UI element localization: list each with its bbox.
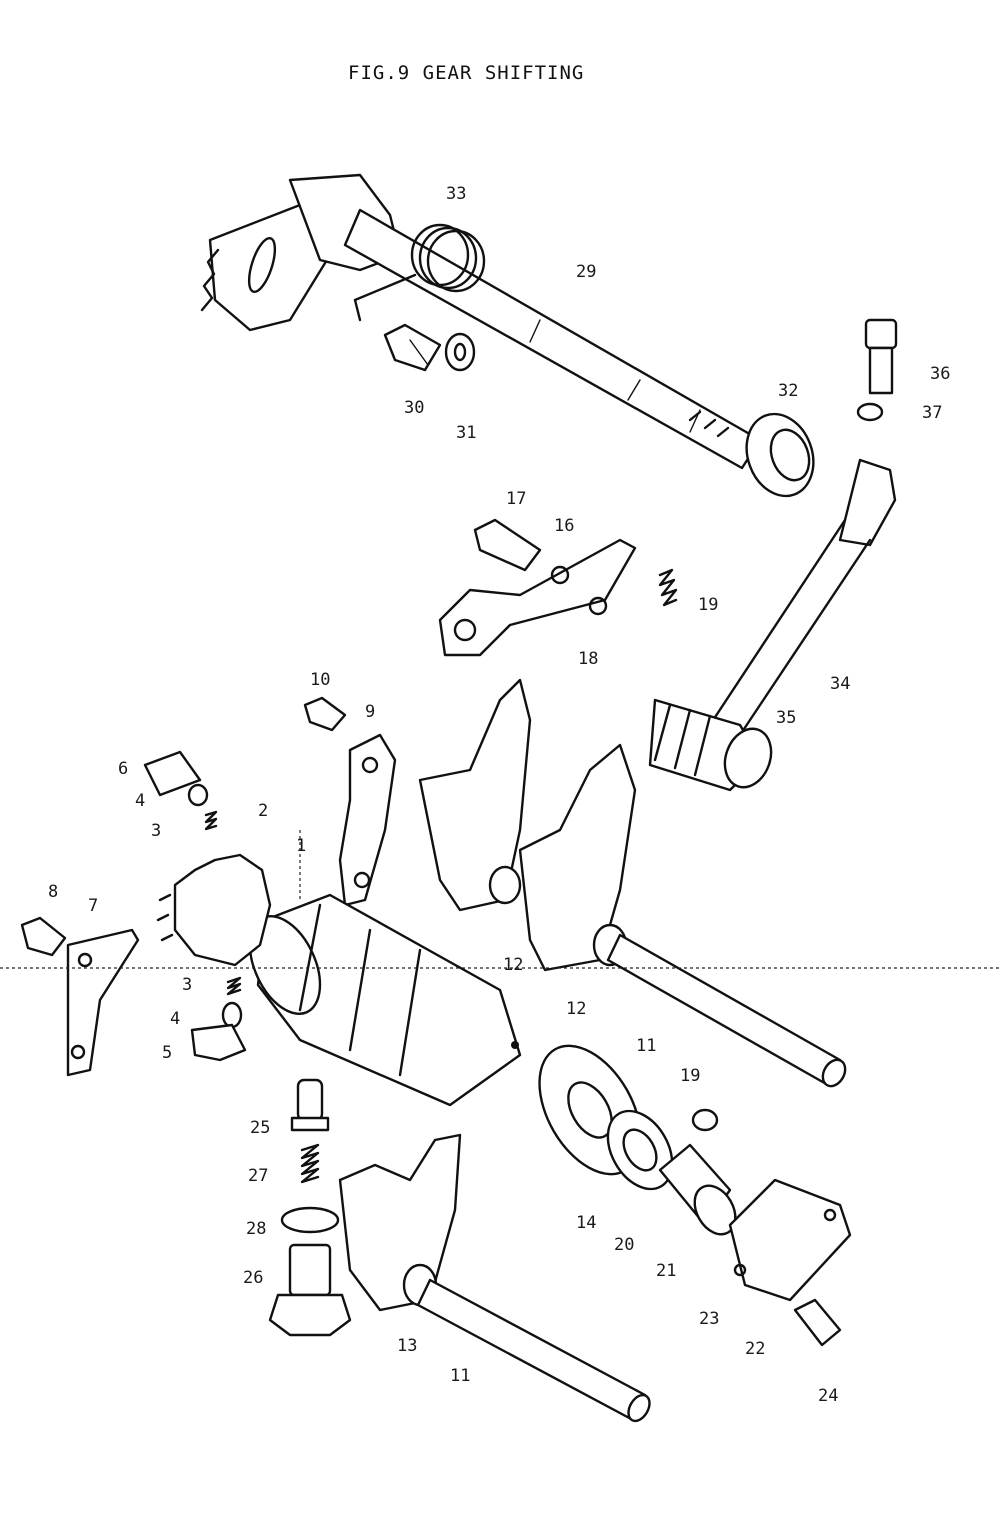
- callout-1: 1: [296, 836, 307, 856]
- callout-3-lower: 3: [182, 975, 193, 995]
- plunger-4-top: [187, 783, 209, 807]
- callout-4-lower: 4: [170, 1009, 181, 1029]
- gearshift-lever-34: [698, 458, 897, 752]
- callout-33: 33: [446, 184, 467, 204]
- cover-22: [728, 1178, 852, 1302]
- shift-fork-12-a: [418, 678, 532, 912]
- spring-19: [658, 568, 678, 607]
- callout-28: 28: [246, 1219, 267, 1239]
- callout-11-lower: 11: [450, 1366, 471, 1386]
- callout-25: 25: [250, 1118, 271, 1138]
- cam-plate-9: [338, 733, 397, 907]
- oil-seal-32: [745, 412, 815, 498]
- washer-20: [606, 1109, 674, 1191]
- callout-32: 32: [778, 381, 799, 401]
- callout-22: 22: [745, 1339, 766, 1359]
- callout-16: 16: [554, 516, 575, 536]
- callout-26: 26: [243, 1268, 264, 1288]
- callout-12-right: 12: [566, 999, 587, 1019]
- shift-fork-13: [338, 1133, 462, 1312]
- callout-21: 21: [656, 1261, 677, 1281]
- stopper-5: [190, 1023, 247, 1062]
- callout-3-upper: 3: [151, 821, 162, 841]
- callout-2: 2: [258, 801, 269, 821]
- plunger-4-lower: [221, 1001, 243, 1029]
- gearshift-cam-1: [248, 893, 522, 1107]
- callout-9: 9: [365, 702, 376, 722]
- callout-8: 8: [48, 882, 59, 902]
- callout-29: 29: [576, 262, 597, 282]
- callout-36: 36: [930, 364, 951, 384]
- callout-37: 37: [922, 403, 943, 423]
- lever-rubber-35: [648, 698, 773, 792]
- bolt-24: [793, 1298, 842, 1347]
- callout-20: 20: [614, 1235, 635, 1255]
- bolt-8: [20, 916, 67, 957]
- callout-27: 27: [248, 1166, 269, 1186]
- callout-24: 24: [818, 1386, 839, 1406]
- washer-37: [856, 402, 884, 422]
- callout-35: 35: [776, 708, 797, 728]
- gearshift-shaft-29: [200, 173, 762, 470]
- callout-17: 17: [506, 489, 527, 509]
- callout-31: 31: [456, 423, 477, 443]
- stopper-6: [143, 750, 202, 797]
- callout-18: 18: [578, 649, 599, 669]
- callout-19-upper: 19: [698, 595, 719, 615]
- bolt-36: [864, 318, 898, 395]
- callout-13: 13: [397, 1336, 418, 1356]
- cam-guide-7: [66, 928, 140, 1077]
- screw-10: [303, 696, 347, 732]
- contact-25: [290, 1078, 330, 1132]
- callout-4-upper: 4: [135, 791, 146, 811]
- o-ring-28: [280, 1206, 340, 1234]
- callout-10: 10: [310, 670, 331, 690]
- washer-31: [444, 332, 476, 372]
- stopper-bolt-30: [383, 323, 442, 372]
- spring-3-top: [204, 810, 218, 831]
- shift-fork-12-b: [518, 743, 637, 972]
- callout-23: 23: [699, 1309, 720, 1329]
- callout-30: 30: [404, 398, 425, 418]
- switch-body-26: [268, 1243, 352, 1337]
- plate-16: [438, 538, 637, 657]
- fork-shaft-11-upper: [606, 933, 847, 1088]
- screw-19-lower: [691, 1108, 719, 1132]
- callout-7: 7: [88, 896, 99, 916]
- bearing-21: [658, 1143, 737, 1236]
- callout-19-lower: 19: [680, 1066, 701, 1086]
- callout-6: 6: [118, 759, 129, 779]
- callout-11-upper: 11: [636, 1036, 657, 1056]
- bolt-17: [473, 518, 542, 572]
- return-spring-33: [353, 223, 486, 322]
- fork-shaft-11-lower: [416, 1278, 651, 1423]
- callout-12-left: 12: [503, 955, 524, 975]
- figure-title: FIG.9 GEAR SHIFTING: [348, 62, 585, 84]
- spring-3-lower: [226, 976, 242, 996]
- cam-star-2: [156, 853, 272, 967]
- spring-27: [300, 1143, 320, 1184]
- callout-5: 5: [162, 1043, 173, 1063]
- callout-14: 14: [576, 1213, 597, 1233]
- callout-34: 34: [830, 674, 851, 694]
